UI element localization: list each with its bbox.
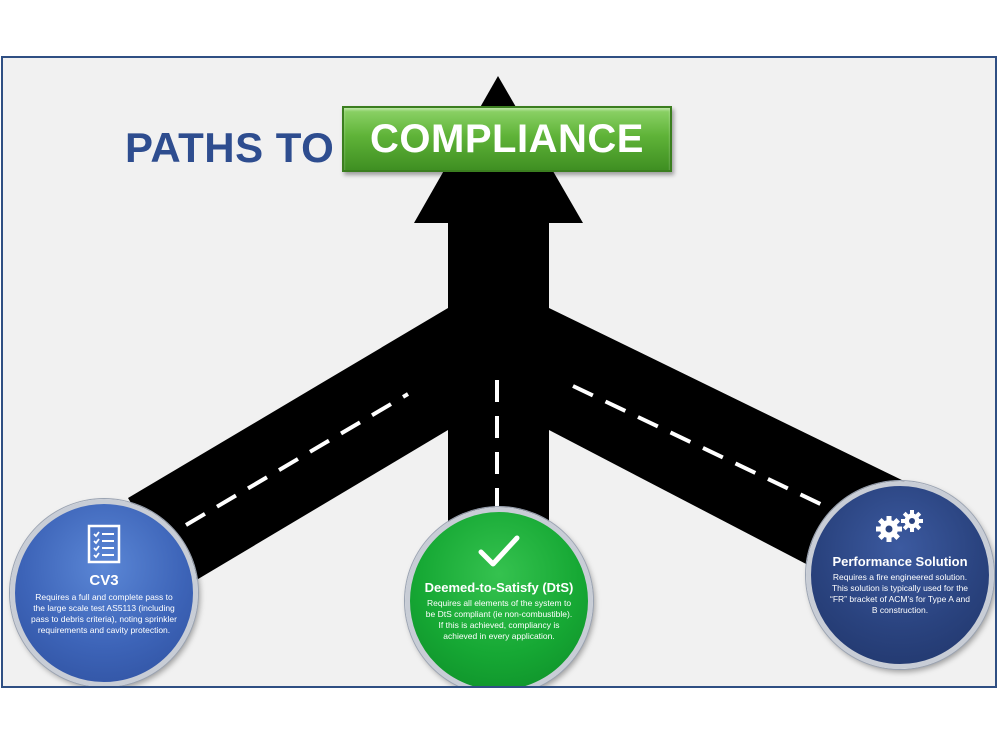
road-diagram <box>128 76 908 588</box>
cv3-title: CV3 <box>89 572 119 589</box>
right-lane-marking <box>572 384 834 512</box>
dts-description: Requires all elements of the system to b… <box>425 598 573 641</box>
right-road <box>549 308 908 578</box>
dts-circle: Deemed-to-Satisfy (DtS) Requires all ele… <box>405 507 593 686</box>
checklist-icon <box>87 522 121 566</box>
left-road <box>128 308 448 588</box>
cv3-description: Requires a full and complete pass to the… <box>31 592 177 635</box>
title-highlight-box: COMPLIANCE <box>342 106 672 172</box>
slide-frame: PATHS TO COMPLIANCE CV3 Requires a full … <box>1 56 997 688</box>
main-road <box>448 218 549 528</box>
title-highlight: COMPLIANCE <box>370 116 644 161</box>
performance-title: Performance Solution <box>832 554 968 569</box>
cv3-circle: CV3 Requires a full and complete pass to… <box>10 499 198 686</box>
performance-description: Requires a fire engineered solution. Thi… <box>830 572 970 615</box>
title-lead: PATHS TO <box>125 124 335 171</box>
checkmark-icon <box>477 530 521 574</box>
left-lane-marking <box>184 392 410 527</box>
dts-title: Deemed-to-Satisfy (DtS) <box>424 580 574 595</box>
gears-icon <box>872 504 928 548</box>
performance-circle: Performance Solution Requires a fire eng… <box>806 481 994 669</box>
